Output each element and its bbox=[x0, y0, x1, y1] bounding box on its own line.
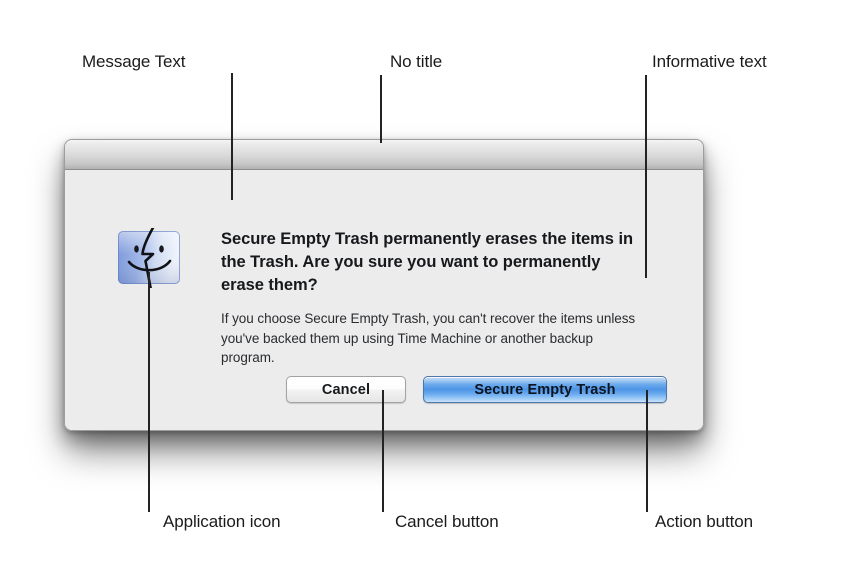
annotation-application-icon-label: Application icon bbox=[163, 512, 281, 531]
annotation-leader-informative-text bbox=[645, 75, 647, 278]
annotation-leader-action-button bbox=[646, 390, 648, 512]
annotation-leader-no-title bbox=[380, 75, 382, 143]
annotation-no-title-label: No title bbox=[390, 52, 443, 71]
annotation-message-text-label: Message Text bbox=[82, 52, 186, 71]
informative-text: If you choose Secure Empty Trash, you ca… bbox=[221, 311, 636, 365]
dialog-text-block: Secure Empty Trash permanently erases th… bbox=[221, 228, 645, 368]
annotation-informative-text-label: Informative text bbox=[652, 52, 767, 71]
alert-dialog: Secure Empty Trash permanently erases th… bbox=[64, 139, 704, 431]
finder-app-icon bbox=[116, 224, 182, 292]
annotation-action-button-label: Action button bbox=[655, 512, 753, 531]
annotation-leader-cancel-button bbox=[382, 390, 384, 512]
annotation-cancel-button-label: Cancel button bbox=[395, 512, 499, 531]
dialog-button-row: Cancel Secure Empty Trash bbox=[286, 376, 667, 403]
dialog-titlebar[interactable] bbox=[65, 140, 703, 170]
annotation-leader-application-icon bbox=[148, 272, 150, 512]
dialog-body: Secure Empty Trash permanently erases th… bbox=[65, 170, 703, 430]
cancel-button[interactable]: Cancel bbox=[286, 376, 406, 403]
message-text: Secure Empty Trash permanently erases th… bbox=[221, 230, 634, 294]
annotation-leader-message-text bbox=[231, 73, 233, 200]
secure-empty-trash-button[interactable]: Secure Empty Trash bbox=[423, 376, 667, 403]
